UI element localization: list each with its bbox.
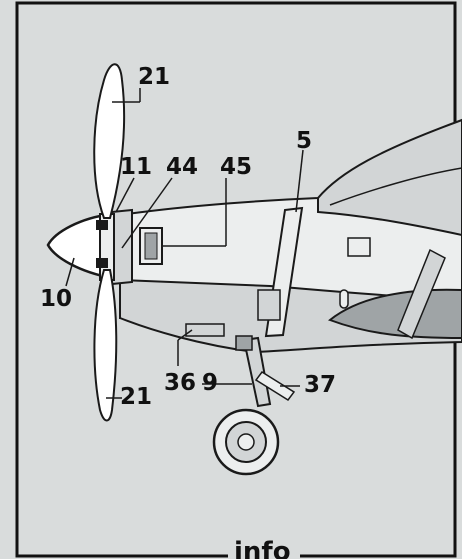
wing-root: [327, 288, 462, 340]
propeller-blade-lower: [93, 269, 118, 422]
exhaust-stack: [257, 289, 281, 321]
callout-21-bottom: 21: [120, 384, 152, 410]
leader-lines: [65, 88, 304, 399]
lower-access-panel: [185, 323, 225, 337]
callout-36: 36: [164, 370, 196, 396]
prop-hub-upper: [96, 220, 108, 230]
callout-37: 37: [304, 372, 336, 398]
callout-5: 5: [296, 128, 312, 154]
intake-grille: [144, 232, 158, 260]
gear-oleo-top: [235, 335, 253, 351]
prop-hub-lower: [96, 258, 108, 268]
canopy-frame-line: [329, 167, 462, 206]
landing-gear-leg: [242, 336, 272, 408]
wheel-axle: [237, 433, 255, 451]
callout-10: 10: [40, 286, 72, 312]
callout-45: 45: [220, 154, 252, 180]
callout-21-top: 21: [138, 64, 170, 90]
access-panel: [347, 237, 371, 257]
canopy: [317, 118, 462, 237]
footer-gap: [228, 538, 300, 559]
callout-11: 11: [120, 154, 152, 180]
aft-strut: [397, 248, 446, 340]
footer-info-label: info: [234, 537, 291, 559]
callout-9: 9: [202, 370, 218, 396]
vent-slot: [339, 289, 349, 309]
callout-44: 44: [166, 154, 198, 180]
